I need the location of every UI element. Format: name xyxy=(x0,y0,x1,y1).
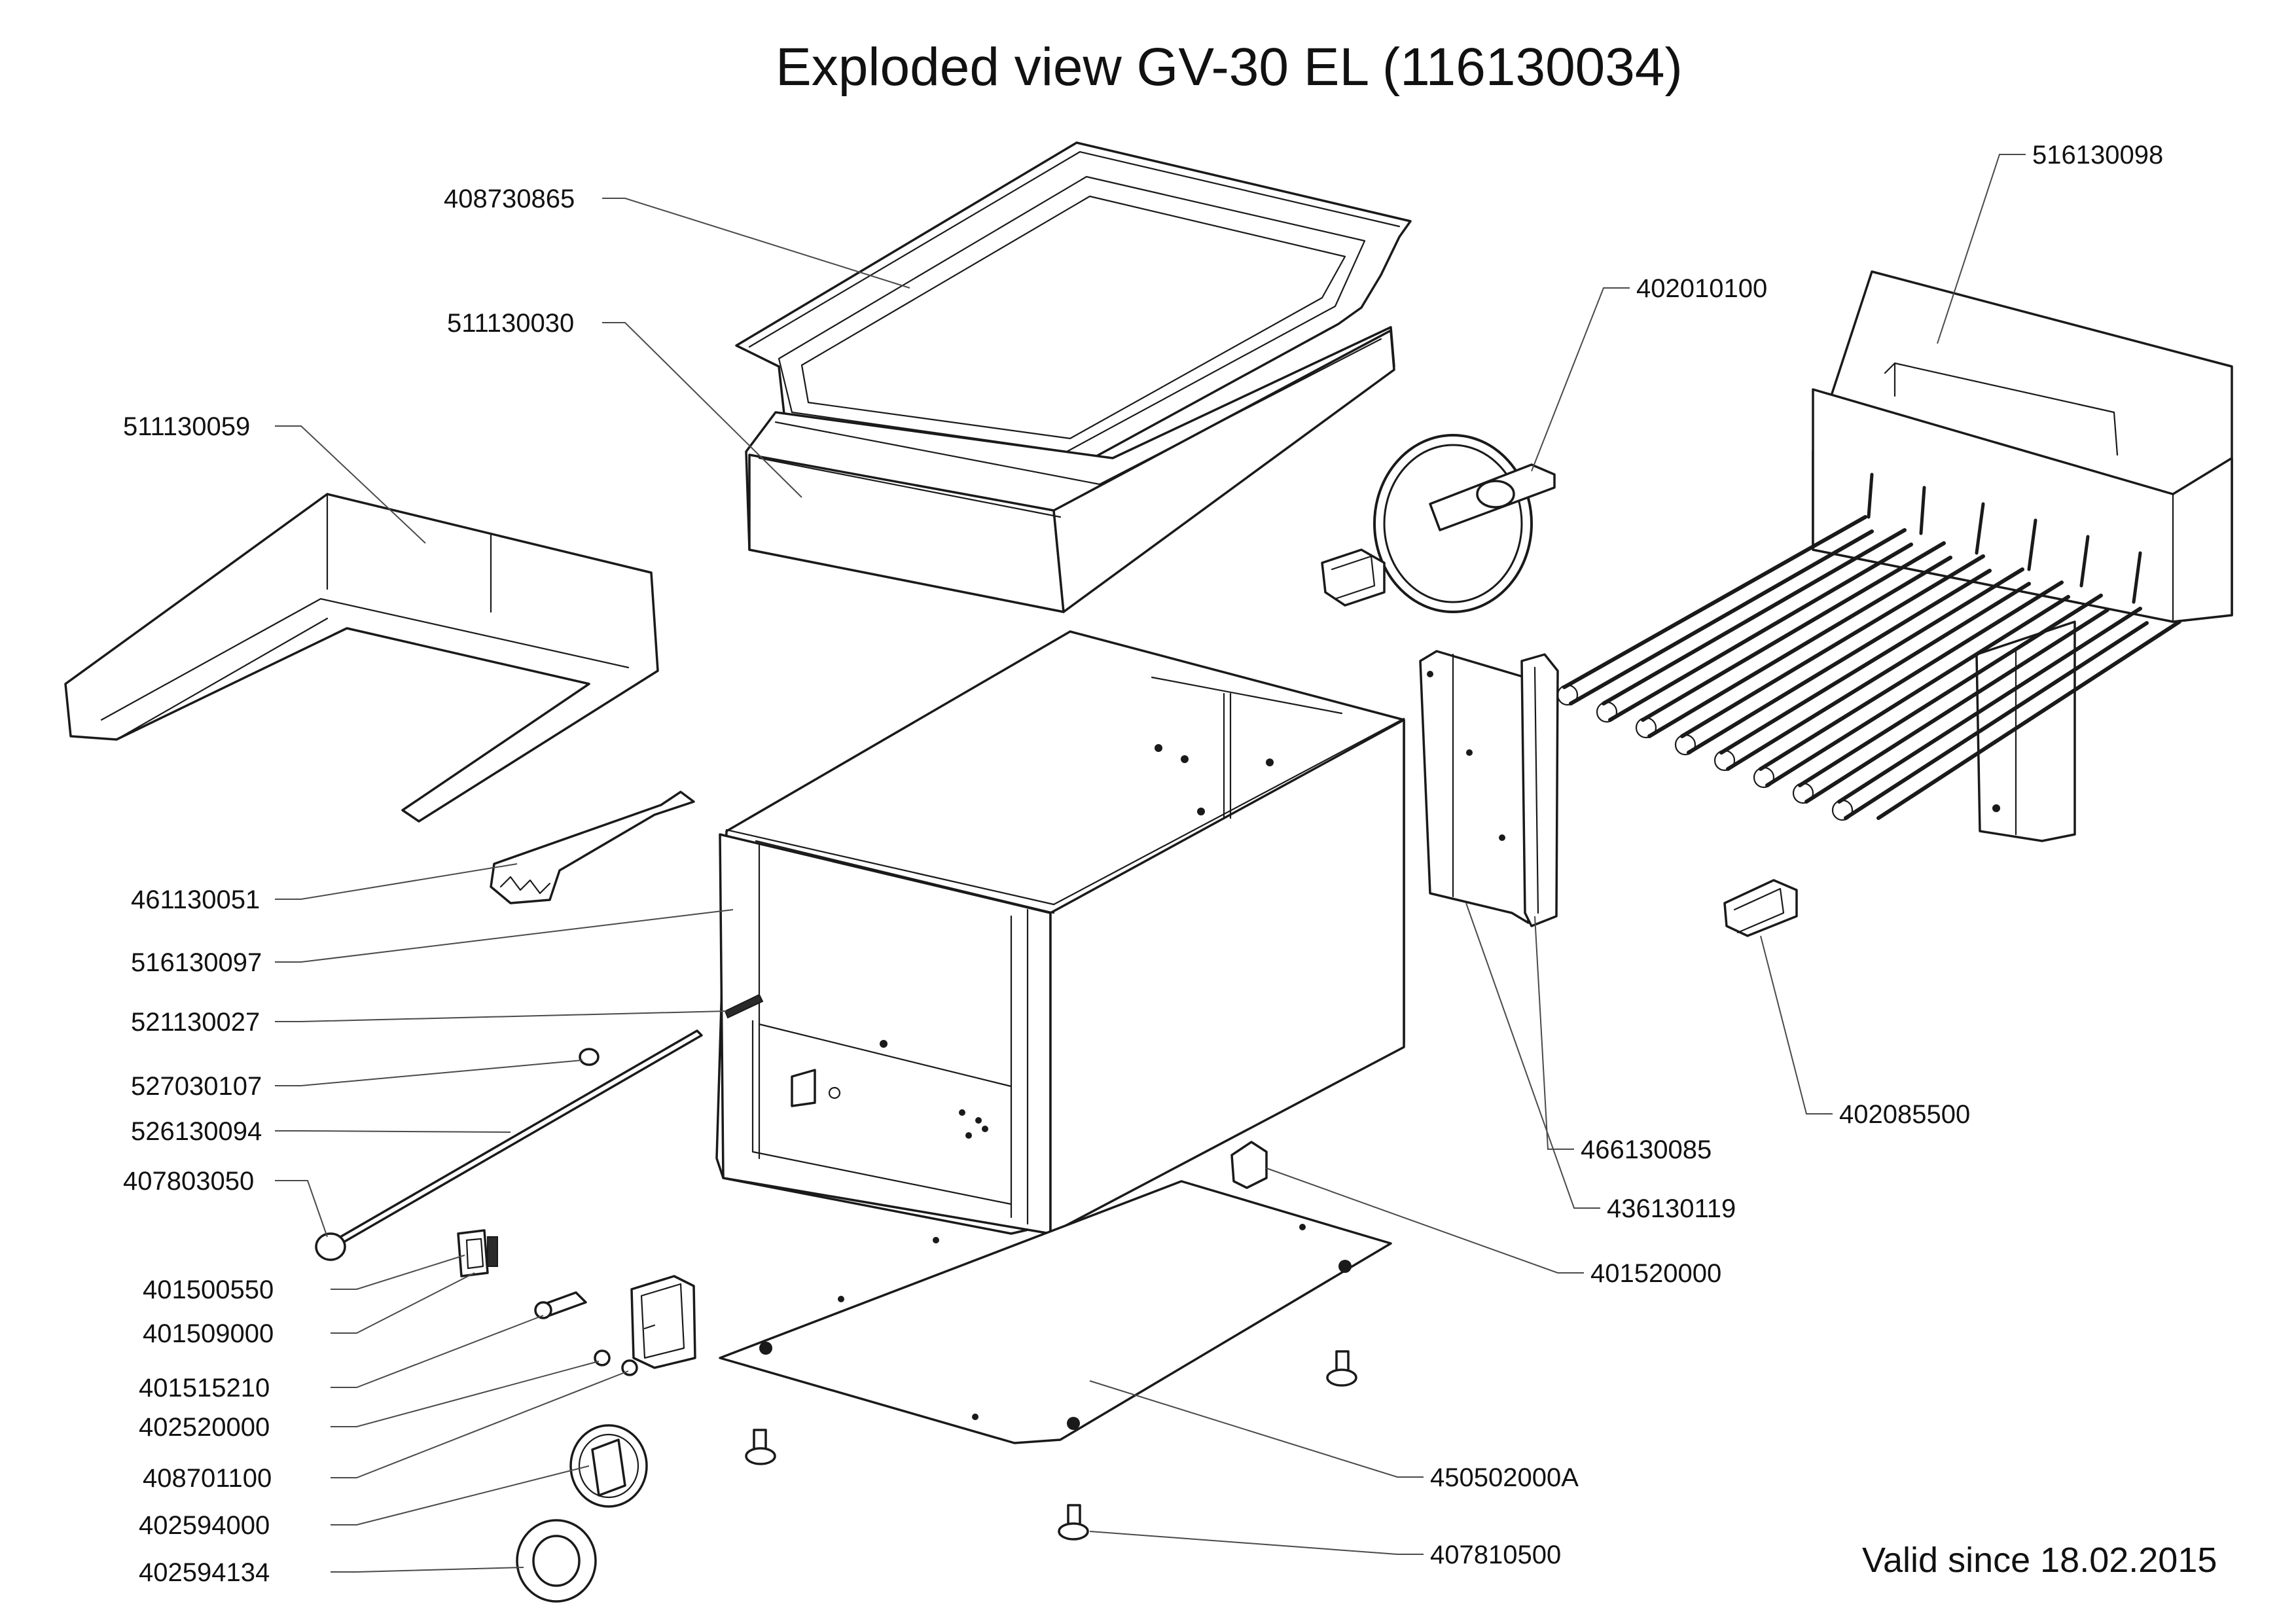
label-402520000: 402520000 xyxy=(139,1413,270,1442)
adjustable-feet xyxy=(745,1350,1357,1541)
bottom-plate xyxy=(719,1180,1392,1444)
label-402085500: 402085500 xyxy=(1839,1100,1970,1129)
label-466130085: 466130085 xyxy=(1581,1135,1712,1164)
rocker-switch xyxy=(457,1229,498,1277)
label-408730865: 408730865 xyxy=(444,185,575,213)
label-526130094: 526130094 xyxy=(131,1117,262,1146)
label-407810500: 407810500 xyxy=(1430,1541,1561,1569)
label-527030107: 527030107 xyxy=(131,1072,262,1101)
label-401509000: 401509000 xyxy=(143,1319,274,1348)
nut-part xyxy=(579,1048,600,1066)
thermostat xyxy=(630,1275,696,1369)
label-461130051: 461130051 xyxy=(131,885,260,914)
label-401515210: 401515210 xyxy=(139,1374,270,1402)
label-521130027: 521130027 xyxy=(131,1008,260,1037)
main-housing xyxy=(715,630,1405,1235)
mounting-plate xyxy=(1520,653,1559,927)
element-bracket xyxy=(1419,650,1530,924)
part-labels: 408730865 511130030 511130059 461130051 … xyxy=(123,141,2163,1587)
side-cover-panel xyxy=(64,493,659,823)
label-407803050: 407803050 xyxy=(123,1167,254,1196)
label-402594134: 402594134 xyxy=(139,1558,270,1587)
diagram-title: Exploded view GV-30 EL (116130034) xyxy=(776,37,1683,97)
leader-lines xyxy=(275,154,2026,1573)
label-402594000: 402594000 xyxy=(139,1511,270,1540)
control-knob xyxy=(569,1424,648,1508)
safety-thermostat-coil xyxy=(1321,434,1556,613)
label-511130059: 511130059 xyxy=(123,412,250,441)
label-401520000: 401520000 xyxy=(1590,1259,1721,1288)
label-450502000A: 450502000A xyxy=(1430,1463,1579,1492)
knob-ring xyxy=(516,1519,597,1603)
spring-part xyxy=(724,993,764,1019)
label-516130098: 516130098 xyxy=(2032,141,2163,169)
label-516130097: 516130097 xyxy=(131,948,262,977)
label-511130030: 511130030 xyxy=(447,309,574,338)
label-436130119: 436130119 xyxy=(1607,1194,1736,1223)
terminal-block xyxy=(1723,879,1798,937)
label-401500550: 401500550 xyxy=(143,1275,274,1304)
drain-rod xyxy=(315,1029,703,1261)
label-402010100: 402010100 xyxy=(1636,274,1767,303)
basket-handle xyxy=(490,791,695,904)
terminal-connector xyxy=(1230,1141,1268,1189)
heating-element-assembly xyxy=(1556,270,2233,842)
valid-since-note: Valid since 18.02.2015 xyxy=(1862,1541,2217,1580)
nut-washer xyxy=(594,1349,638,1376)
label-408701100: 408701100 xyxy=(143,1464,272,1493)
indicator-lamp xyxy=(534,1291,587,1319)
pan-frame xyxy=(745,326,1395,613)
